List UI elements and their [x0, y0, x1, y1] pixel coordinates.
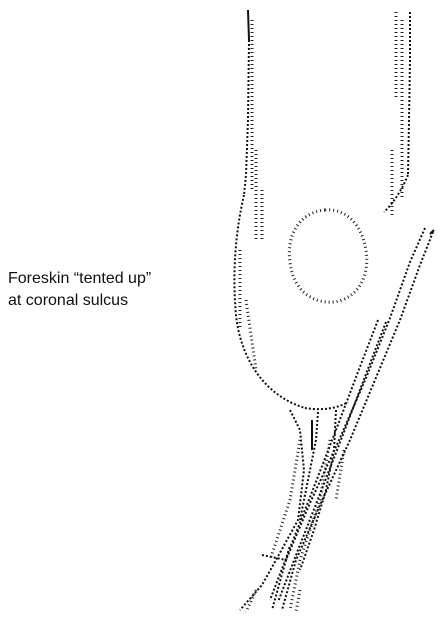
glans-outline — [234, 10, 410, 409]
shaft-shading — [240, 12, 402, 370]
glans-ring — [289, 210, 366, 302]
foreskin-tented-region — [240, 410, 336, 610]
clamp-arms — [270, 228, 434, 610]
